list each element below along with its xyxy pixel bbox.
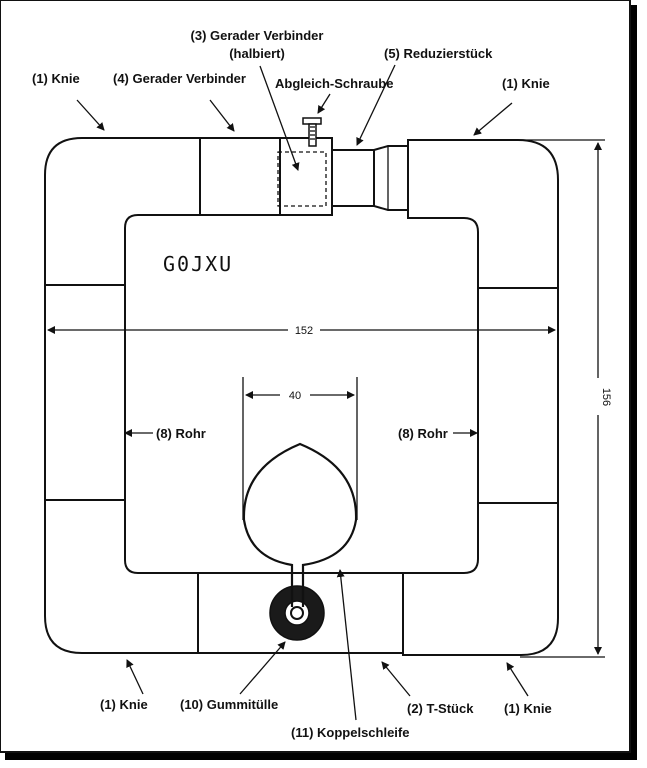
reduzierstueck-cone [373,145,409,211]
label-gerader-verbinder: (4) Gerader Verbinder [113,71,246,86]
label-gerader-verbinder-halb-1: (3) Gerader Verbinder [191,28,324,43]
label-reduzierstueck: (5) Reduzierstück [384,46,493,61]
rohr-right-pipe [477,287,559,504]
screw-head [302,117,322,125]
label-knie-top-right: (1) Knie [502,76,550,91]
gerader-verbinder-halbiert [279,137,333,216]
label-abgleich-schraube: Abgleich-Schraube [275,76,393,91]
label-knie-bottom-left: (1) Knie [100,697,148,712]
label-knie-bottom-right: (1) Knie [504,701,552,716]
reduzierstueck-narrow [331,149,375,207]
dim-width-label: 152 [295,325,313,337]
gummituelle-core [290,606,304,620]
label-rohr-left: (8) Rohr [156,426,206,441]
label-gummituelle: (10) Gummitülle [180,697,278,712]
label-koppelschleife: (11) Koppelschleife [291,725,409,740]
dim-height-label: 156 [600,388,612,406]
dim-loop-label: 40 [289,390,301,402]
rohr-left-pipe [44,284,126,501]
label-gerader-verbinder-halb-2: (halbiert) [229,46,285,61]
screw-dashed-outline [277,151,327,207]
label-rohr-right: (8) Rohr [398,426,448,441]
label-t-stueck: (2) T-Stück [407,701,474,716]
knie-top-right [407,139,559,289]
label-knie-top-left: (1) Knie [32,71,80,86]
koppelschleife [242,442,358,607]
callsign: G0JXU [163,252,233,276]
gerader-verbinder [199,137,281,216]
knie-bottom-right [402,502,559,656]
